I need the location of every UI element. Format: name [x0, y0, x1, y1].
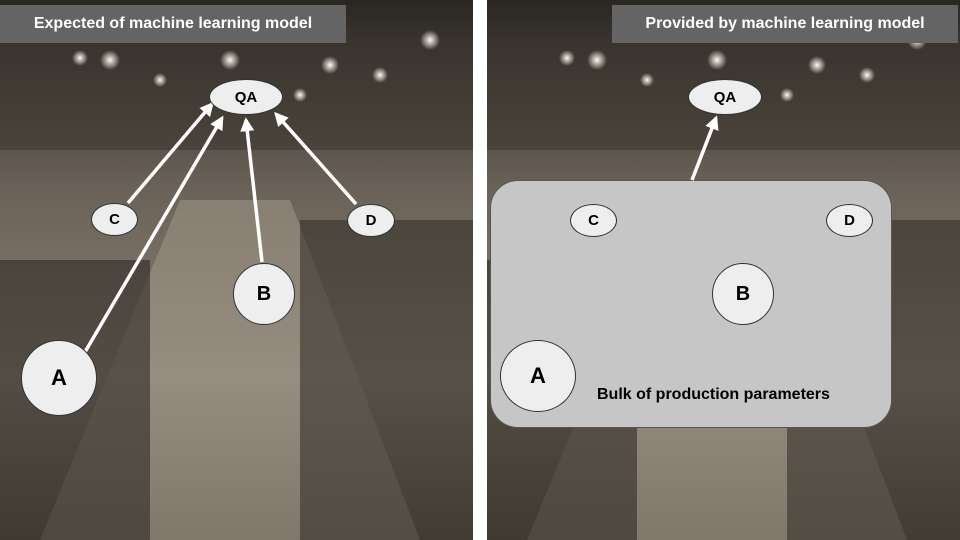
node-d: D [826, 204, 873, 237]
arrow-c-to-qa [126, 101, 214, 205]
arrow-d-to-qa [274, 111, 358, 206]
node-qa: QA [209, 79, 283, 115]
node-d: D [347, 204, 395, 237]
node-c: C [570, 204, 617, 237]
node-c: C [91, 203, 138, 236]
arrow-b-to-qa [240, 117, 264, 263]
arrow-bulk-to-qa [690, 115, 719, 181]
node-a: A [21, 340, 97, 416]
panel-title-provided: Provided by machine learning model [612, 5, 958, 43]
output-arrow [690, 115, 719, 181]
arrow-a-to-qa [83, 115, 224, 353]
node-b: B [712, 263, 774, 325]
node-a: A [500, 340, 576, 412]
panel-title-expected: Expected of machine learning model [0, 5, 346, 43]
dependency-arrows [83, 101, 358, 353]
bulk-parameters-label: Bulk of production parameters [597, 386, 830, 403]
node-b: B [233, 263, 295, 325]
left-panel: Expected of machine learning model QA C … [0, 0, 473, 540]
right-panel: Provided by machine learning model QA C … [487, 0, 960, 540]
node-qa: QA [688, 79, 762, 115]
